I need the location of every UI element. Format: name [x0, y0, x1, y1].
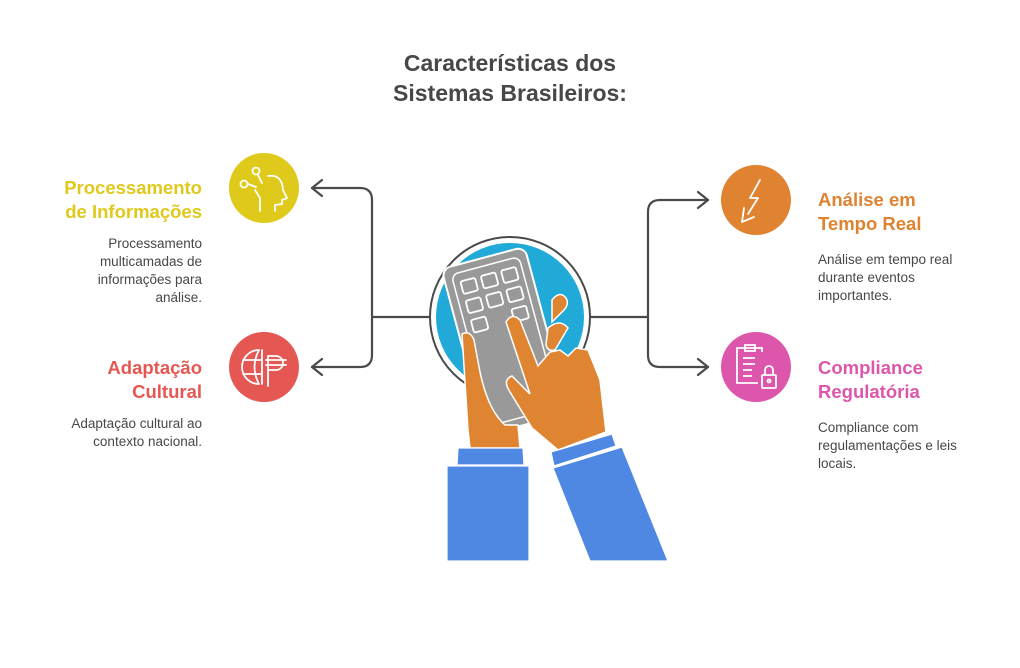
desc-adaptacao: Adaptação cultural ao contexto nacional. — [2, 415, 202, 451]
desc-line: locais. — [818, 456, 857, 471]
lightning-icon — [721, 165, 791, 235]
heading-analise: Análise em Tempo Real — [818, 188, 1020, 236]
heading-line: Regulatória — [818, 381, 920, 402]
heading-line: Cultural — [132, 381, 202, 402]
connectors — [310, 178, 710, 377]
desc-line: regulamentações e leis — [818, 438, 957, 453]
desc-line: Análise em tempo real — [818, 252, 953, 267]
heading-line: Processamento — [64, 177, 202, 198]
heading-adaptacao: Adaptação Cultural — [0, 356, 202, 404]
desc-line: contexto nacional. — [93, 434, 202, 449]
heading-compliance: Compliance Regulatória — [818, 356, 1020, 404]
desc-line: Compliance com — [818, 420, 919, 435]
heading-line: Adaptação — [107, 357, 202, 378]
heading-line: Tempo Real — [818, 213, 922, 234]
desc-line: Processamento — [108, 236, 202, 251]
desc-line: multicamadas de — [99, 254, 202, 269]
desc-line: importantes. — [818, 288, 893, 303]
page-title: Características dos Sistemas Brasileiros… — [0, 48, 1020, 108]
title-line-1: Características dos — [403, 50, 617, 76]
desc-processamento: Processamento multicamadas de informaçõe… — [2, 235, 202, 307]
desc-line: análise. — [155, 290, 202, 305]
heading-processamento: Processamento de Informações — [0, 176, 202, 224]
desc-line: informações para — [97, 272, 202, 287]
globe-currency-icon — [229, 332, 299, 402]
heading-line: Compliance — [818, 357, 923, 378]
desc-line: durante eventos — [818, 270, 915, 285]
desc-line: Adaptação cultural ao — [71, 416, 202, 431]
hands-keypad-icon — [429, 236, 669, 562]
title-line-2: Sistemas Brasileiros: — [393, 80, 627, 106]
head-circuit-icon — [229, 153, 299, 223]
clipboard-lock-icon — [721, 332, 791, 402]
heading-line: de Informações — [65, 201, 202, 222]
heading-line: Análise em — [818, 189, 916, 210]
desc-analise: Análise em tempo real durante eventos im… — [818, 251, 1018, 305]
desc-compliance: Compliance com regulamentações e leis lo… — [818, 419, 1018, 473]
